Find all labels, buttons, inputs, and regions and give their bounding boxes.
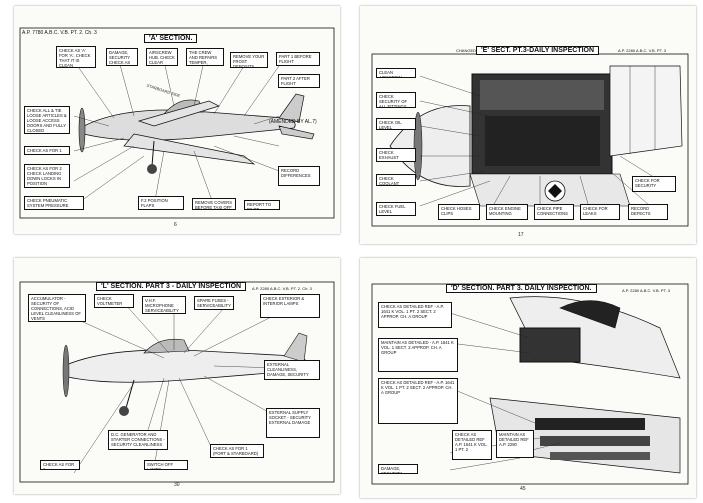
page-a-box: PART 2 AFTER FLIGHT INSPECTION [278,74,320,88]
page-a-title: 'A' SECTION. [144,34,198,43]
page-l-section: 'L' SECTION. PART 3 - DAILY INSPECTION A… [14,258,340,494]
page-l-box: SWITCH OFF LAMPS [144,460,188,470]
page-a-box: CHECK AS FOR 1 [24,146,70,155]
page-a-section: A.P. 7780 A.B.C. V.B. PT. 2. Ch. 3 'A' S… [14,6,340,234]
page-a-box: F.2 POSITION FLAPS [138,196,184,210]
page-l-box: EXTERNAL SUPPLY SOCKET - SECURITY EXTERN… [266,408,320,438]
page-d-title: 'D' SECTION. PART 3. DAILY INSPECTION. [446,284,597,293]
page-e-box: CHECK EXHAUST STUBS [376,148,416,162]
engine-diagram-e [371,53,689,227]
page-e-box: CHECK FUEL LEVEL [376,202,416,216]
page-l-box: CHECK AS FOR 1 [40,460,80,470]
page-a-box: CHECK AS FOR 2 CHECK LANDING DOWN LOCKS … [24,164,70,188]
page-l-box: D.C. GENERATOR AND STARTER CONNECTIONS -… [108,430,168,450]
page-l-box: EXTERNAL CLEANLINESS, DAMAGE, SECURITY [264,360,320,380]
aircraft-diagram-a [19,27,335,219]
page-d-box: CHECK AS DETAILED REF - A.P. 1641 K VOL.… [378,302,452,328]
page-e-number: 17 [518,232,524,238]
page-d-box: MAINTAIN AS DETAILED - A.P. 1641 K VOL. … [378,338,458,372]
page-a-box: CHECK PNEUMATIC SYSTEM PRESSURE [24,196,84,210]
page-e-section: CHANGED BY AL. 11 A.P. 2280 A.B.C. V.B. … [360,6,696,244]
page-l-title: 'L' SECTION. PART 3 - DAILY INSPECTION [96,282,247,291]
page-a-number: 6 [174,222,177,228]
page-a-box: AIRSCREW HUB. CHECK CLEAR LOCKED UP [146,48,178,66]
page-e-ref-right: A.P. 2280 A.B.C. V.B. PT. 3 [618,48,667,53]
page-a-box: PART 1 BEFORE FLIGHT INSPECTION [276,52,320,66]
page-l-box: V.H.F. MICROPHONE SERVICEABILITY OF LEAD… [142,296,186,314]
page-e-box: CHECK FOR SECURITY [632,176,676,192]
page-l-box: SPARE FUSES - SERVICEABILITY [194,296,234,310]
page-l-ref: A.P. 2280 A.B.C. V.B. PT. 2. Ch. 3 [252,286,312,291]
page-e-box: CLEAN AIRSCREW [376,68,416,78]
armament-diagram-d [371,283,689,485]
page-e-title: 'E' SECT. PT.3-DAILY INSPECTION [476,46,600,55]
page-d-section: 'D' SECTION. PART 3. DAILY INSPECTION. A… [360,258,696,498]
page-e-box: CHECK ENGINE MOUNTING [486,204,528,220]
page-a-box: DAMAGE, SECURITY CHECK AS 'A' SECTION [106,48,138,66]
page-d-box: CHECK AS DETAILED REF A.P. 1641 K VOL. 1… [452,430,492,460]
page-a-box: REMOVE YOUR FROST DEPOSITS [230,52,268,68]
page-d-box: DAMAGE, SECURITY [378,464,418,474]
page-d-number: 45 [520,486,526,492]
page-e-box: RECORD DEFECTS [628,204,668,220]
page-e-box: CHECK HOSES CLIPS [438,204,480,220]
page-l-box: ACCUMULATOR - SECURITY OF CONNECTIONS, A… [28,294,86,322]
page-a-box: RECORD DIFFERENCES [278,166,320,186]
page-e-ref-left: CHANGED BY AL. 11 [456,48,495,53]
page-l-box: CHECK AS FOR 1 (PORT & STARBOARD) [210,444,264,458]
page-d-box: MAINTAIN AS DETAILED REF A.P. 2280 [496,430,534,458]
page-a-box: CHECK AS 'A' FOR 'A', CHECK THAT IT IS C… [56,46,96,68]
page-e-box: CHECK PIPE CONNECTIONS [534,204,574,220]
page-a-box: REMOVE COVERS BEFORE TAXI OFF [192,198,236,210]
page-e-box: CHECK COOLANT [376,174,416,186]
page-a-box: CHECK ALL & TIE LOOSE ARTICLES & LOOSE A… [24,106,70,134]
page-l-box: CHECK VOLTMETER READING [94,294,134,308]
page-a-amended: (AMENDED BY AL.7) [269,119,317,125]
page-e-box: CHECK FOR LEAKS [580,204,620,220]
page-d-box: CHECK AS DETAILED REF - A.P. 1641 K VOL.… [378,378,458,424]
page-e-box: CHECK SECURITY OF ALL FITTINGS [376,92,416,108]
page-a-box: REPORT TO PILOT [244,200,280,210]
page-l-box: CHECK EXTERIOR & INTERIOR LAMPS [260,294,320,318]
page-d-ref: A.P. 2280 A.B.C. V.B. PT. 3 [622,288,671,293]
page-a-box: THE CREW AND REPAIRS TEMPER, SECURITY EX… [186,48,224,66]
page-l-number: 30 [174,482,180,488]
page-a-ref: A.P. 7780 A.B.C. V.B. PT. 2. Ch. 3 [22,30,97,36]
page-e-box: CHECK OIL LEVEL [376,118,416,130]
